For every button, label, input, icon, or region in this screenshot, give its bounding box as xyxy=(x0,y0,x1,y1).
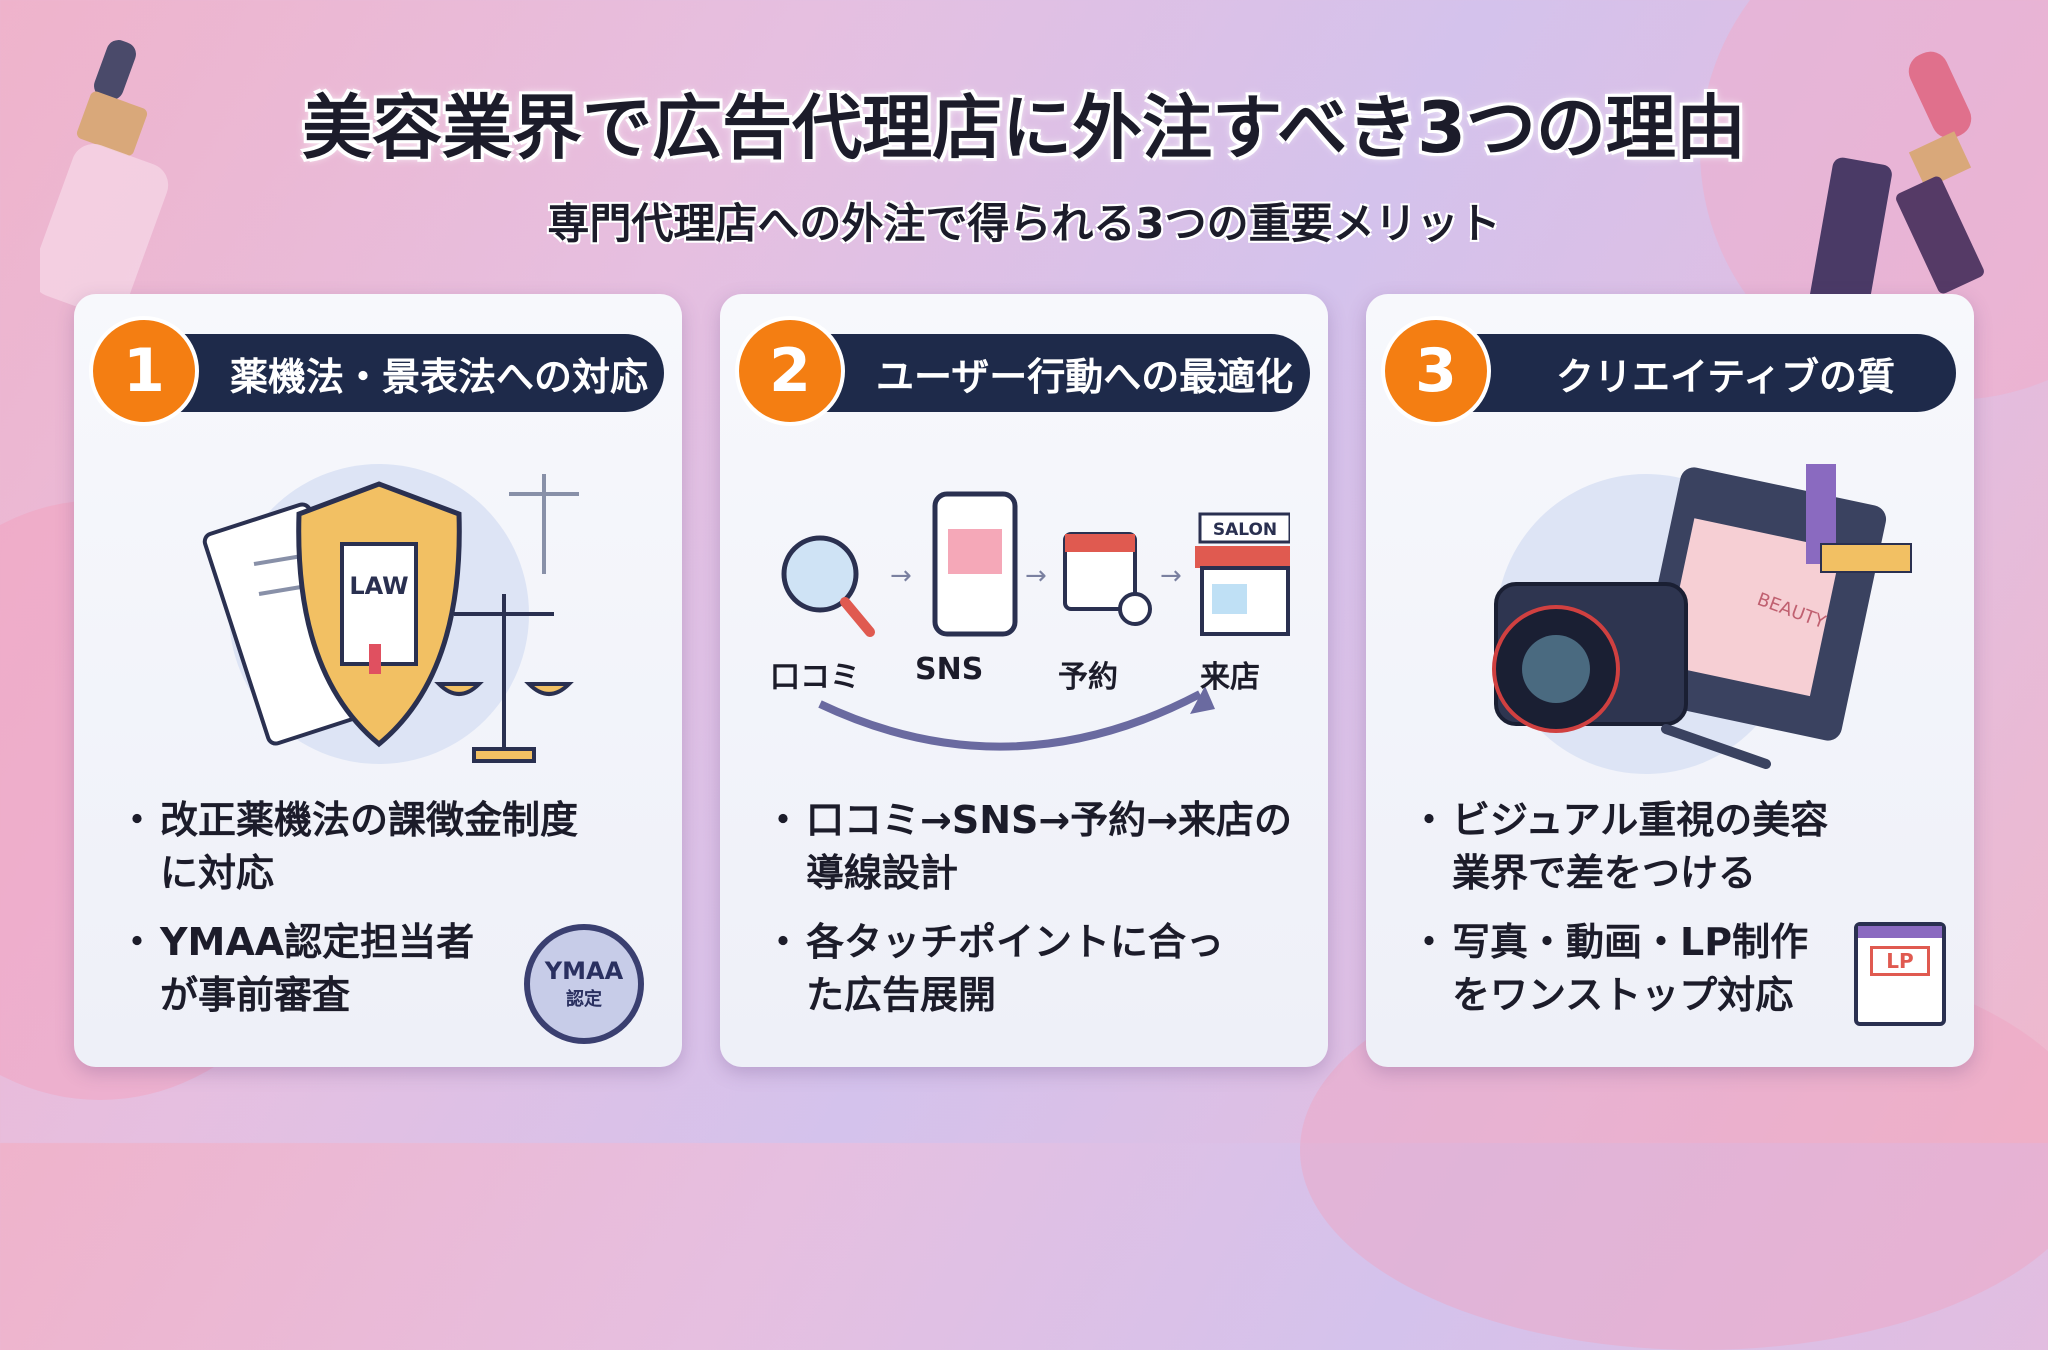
bullet-text: 口コミ→SNS→予約→来店の導線設計 xyxy=(764,794,1298,900)
flow-label-reservation: 予約 xyxy=(1058,660,1118,695)
number-badge: 2 xyxy=(735,316,845,426)
reason-card-1: 薬機法・景表法への対応 1 LAW 改正薬機法の課徴金制度に対応 YMAA認定担… xyxy=(74,294,682,1067)
card-heading: 薬機法・景表法への対応 xyxy=(134,334,664,412)
lp-label: LP xyxy=(1870,946,1930,976)
svg-text:SALON: SALON xyxy=(1213,520,1277,540)
bullet-text: ビジュアル重視の美容業界で差をつける xyxy=(1410,794,1844,900)
badge-line1: YMAA xyxy=(544,957,624,985)
reason-card-2: ユーザー行動への最適化 2 → → → SALON 口コミ SNS 予約 来店 … xyxy=(720,294,1328,1067)
flow-label-visit: 来店 xyxy=(1200,660,1260,695)
law-shield-illustration: LAW xyxy=(202,464,579,764)
bullet-text: 写真・動画・LP制作をワンストップ対応 xyxy=(1410,916,1844,1022)
page-subtitle: 専門代理店への外注で得られる3つの重要メリット xyxy=(547,199,1501,248)
ymaa-certified-badge: YMAA 認定 xyxy=(524,924,644,1044)
creative-illustration: BEAUTY xyxy=(1492,464,1912,774)
reason-card-3: クリエイティブの質 3 BEAUTY ビジュアル重視の美容業界で差をつける 写真… xyxy=(1366,294,1974,1067)
scales-icon xyxy=(434,474,579,763)
badge-line2: 認定 xyxy=(566,989,602,1010)
serum-bottle-icon xyxy=(40,40,169,317)
number-badge: 1 xyxy=(89,316,199,426)
salon-storefront-icon: SALON xyxy=(1195,512,1290,636)
stylus-icon xyxy=(1661,724,1771,769)
bullet-text: 改正薬機法の課徴金制度に対応 xyxy=(118,794,582,900)
flow-label-reviews: 口コミ xyxy=(770,660,860,695)
magnifier-icon xyxy=(781,535,875,637)
svg-text:→: → xyxy=(1025,561,1047,591)
number-badge: 3 xyxy=(1381,316,1491,426)
card-heading: クリエイティブの質 xyxy=(1426,334,1956,412)
bullet-text: 各タッチポイントに合った広告展開 xyxy=(764,916,1248,1022)
lp-page-icon: LP xyxy=(1854,922,1946,1026)
flow-arrow xyxy=(818,690,1202,751)
bullet-text: YMAA認定担当者が事前審査 xyxy=(118,916,512,1022)
calendar-icon xyxy=(1063,532,1152,626)
svg-text:LAW: LAW xyxy=(349,572,408,600)
svg-text:→: → xyxy=(1160,561,1182,591)
page-title: 美容業界で広告代理店に外注すべき3つの理由 xyxy=(302,87,1746,169)
color-swatch-icon xyxy=(1806,464,1912,573)
smartphone-icon xyxy=(932,491,1018,637)
lipstick-icon xyxy=(1808,51,1984,323)
svg-text:→: → xyxy=(890,561,912,591)
user-journey-illustration: → → → SALON xyxy=(781,491,1290,751)
card-heading: ユーザー行動への最適化 xyxy=(780,334,1310,412)
flow-label-sns: SNS xyxy=(915,652,984,687)
camera-icon xyxy=(1492,582,1688,733)
